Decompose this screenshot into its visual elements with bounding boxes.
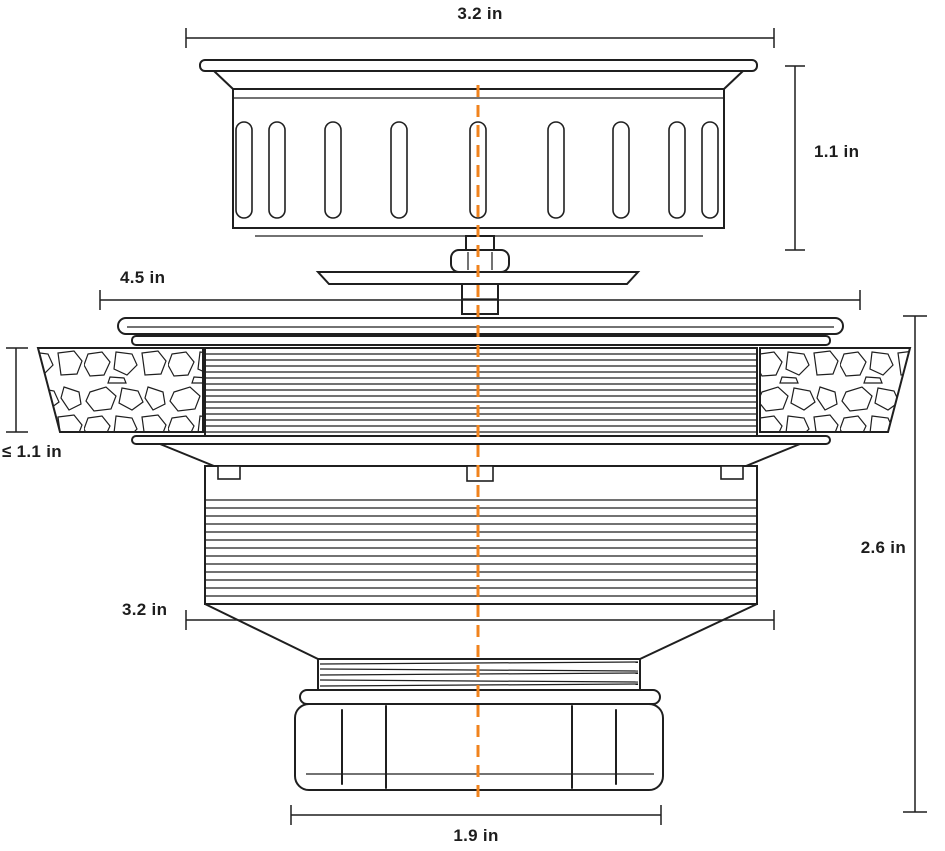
dim-deck-thickness-line xyxy=(6,347,28,433)
countertop-left xyxy=(36,347,204,433)
dim-flange-width-line xyxy=(99,290,861,310)
dim-label-thread-width: 3.2 in xyxy=(122,600,168,619)
locknut xyxy=(131,435,831,482)
dim-body-height-line xyxy=(903,315,927,813)
dim-thread-width-line xyxy=(185,610,775,630)
dim-basket-height-line xyxy=(785,65,805,251)
tailpiece xyxy=(204,603,758,691)
flange-disc xyxy=(315,271,641,315)
dim-label-deck-thickness: ≤ 1.1 in xyxy=(2,442,62,461)
dim-top-width-line xyxy=(185,28,775,48)
dim-label-nut-width: 1.9 in xyxy=(453,826,499,845)
dim-label-body-height: 2.6 in xyxy=(860,538,906,557)
upper-thread-section xyxy=(204,347,758,438)
sink-flange xyxy=(117,317,844,346)
countertop-right xyxy=(759,347,912,433)
lower-thread-section xyxy=(204,465,758,605)
dim-label-flange-width: 4.5 in xyxy=(120,268,166,287)
strainer-basket xyxy=(199,59,758,273)
dim-nut-width-line xyxy=(290,805,662,825)
dim-label-basket-height: 1.1 in xyxy=(814,142,860,161)
dim-label-top-width: 3.2 in xyxy=(457,4,503,23)
